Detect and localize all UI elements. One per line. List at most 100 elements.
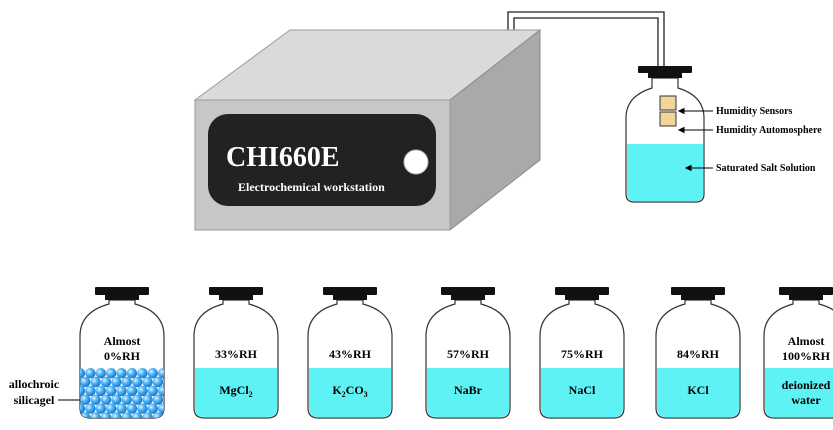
humidity-sensor-1 [659, 95, 677, 111]
humidity-sensor-2 [659, 111, 677, 127]
bottle-stopper [555, 287, 609, 295]
bottle-rh-label: 33%RH [215, 347, 258, 361]
silicagel-bead [80, 385, 86, 397]
silicagel-bead [106, 368, 117, 379]
silicagel-bead [163, 394, 164, 405]
silicagel-bead [111, 376, 122, 388]
silicagel-label: allochroic silicagel [9, 377, 88, 407]
bottle-content-label: KCl [687, 383, 709, 397]
silicagel-bead [147, 385, 158, 397]
silicagel-bead [152, 376, 164, 388]
bottle-stopper [441, 287, 495, 295]
silicagel-bead [137, 368, 148, 379]
bottle-neck-ring [333, 294, 367, 300]
bottle-solution [427, 368, 509, 417]
silicagel-bead [106, 403, 117, 414]
silicagel-bead [142, 412, 153, 418]
bottle-stopper [209, 287, 263, 295]
bottle-rh-label-line1: Almost [104, 334, 141, 348]
silicagel-bead [116, 403, 127, 414]
workstation-front-panel [208, 114, 436, 206]
silicagel-bead [121, 412, 133, 418]
bottle-6: 84%RH KCl [655, 287, 741, 419]
silicagel-label-line2: silicagel [14, 393, 55, 407]
silicagel-bead [106, 385, 117, 397]
bottle-stopper [671, 287, 725, 295]
bottle-neck-ring [789, 294, 823, 300]
silicagel-bead [116, 385, 127, 397]
bottle-solution [657, 368, 739, 417]
silicagel-bead [158, 403, 164, 414]
silicagel-bead [132, 376, 143, 388]
silicagel-bead [90, 376, 101, 388]
bottle-rh-label-line1: Almost [788, 334, 825, 348]
bottle-rh-label-line2: 100%RH [782, 349, 831, 363]
silicagel-bead [137, 403, 148, 414]
silicagel-bead [85, 368, 96, 379]
bottle-stopper [779, 287, 833, 295]
bottle-neck-ring [681, 294, 715, 300]
workstation-model-label: CHI660E [226, 142, 340, 173]
silicagel-bead [111, 394, 122, 405]
bottle-rh-label: 84%RH [677, 347, 720, 361]
silicagel-bead [111, 412, 122, 418]
bottle-5: 75%RH NaCl [539, 287, 625, 419]
bottle-rh-label: 43%RH [329, 347, 372, 361]
bottle-solution [309, 368, 391, 417]
silicagel-bead [132, 394, 143, 405]
bottle-4: 57%RH NaBr [425, 287, 511, 419]
bottle-neck-ring [451, 294, 485, 300]
bottle-2: 33%RH MgCl2 [193, 287, 279, 419]
silicagel-bead [100, 376, 112, 388]
silicagel-bead [158, 385, 164, 397]
silicagel-bead [147, 368, 158, 379]
bottle-content-label: MgCl2 [219, 383, 252, 399]
silicagel-bead [90, 394, 101, 405]
silicagel-bead [142, 394, 153, 405]
silicagel-bead [126, 368, 138, 379]
bottle-neck-ring [105, 294, 139, 300]
silicagel-bead [100, 394, 112, 405]
bottle-neck-ring [565, 294, 599, 300]
silicagel-bead [142, 376, 153, 388]
silicagel-bead [152, 394, 164, 405]
workstation-power-knob [403, 149, 429, 175]
silicagel-bead [95, 403, 107, 414]
silicagel-bead [137, 385, 148, 397]
bottle-solution [541, 368, 623, 417]
label-saturated-salt-solution: Saturated Salt Solution [716, 163, 816, 174]
silicagel-bead [80, 394, 91, 405]
silicagel-label-line1: allochroic [9, 377, 60, 391]
silicagel-bead [85, 385, 96, 397]
silicagel-bead [132, 412, 143, 418]
bottle-content-label-line1: deionized [782, 378, 831, 392]
silicagel-bead [80, 376, 91, 388]
silicagel-bead [163, 412, 164, 418]
silicagel-bead [95, 368, 107, 379]
bottle-content-label-line2: water [791, 393, 821, 407]
bottle-solution [765, 368, 833, 417]
bottle-neck-ring [219, 294, 253, 300]
test-bottle-solution [627, 144, 703, 201]
silicagel-bead [80, 368, 86, 379]
silicagel-bead [116, 368, 127, 379]
bottle-rh-label: 57%RH [447, 347, 490, 361]
bottle-content-label: NaBr [454, 383, 483, 397]
bottle-stopper [323, 287, 377, 295]
bottle-rh-label-line2: 0%RH [104, 349, 141, 363]
test-bottle: Humidity Sensors Humidity Automosphere S… [625, 66, 822, 203]
test-bottle-pointers [677, 107, 713, 172]
silicagel-bead [126, 385, 138, 397]
bottle-stopper [95, 287, 149, 295]
silicagel-bead [90, 412, 101, 418]
silicagel-bead [163, 376, 164, 388]
bottle-content-label: NaCl [569, 383, 596, 397]
bottle-rh-label: 75%RH [561, 347, 604, 361]
workstation-subtitle: Electrochemical workstation [238, 180, 385, 194]
silicagel-beads [80, 368, 164, 418]
silicagel-bead [152, 412, 164, 418]
silicagel-bead [95, 385, 107, 397]
